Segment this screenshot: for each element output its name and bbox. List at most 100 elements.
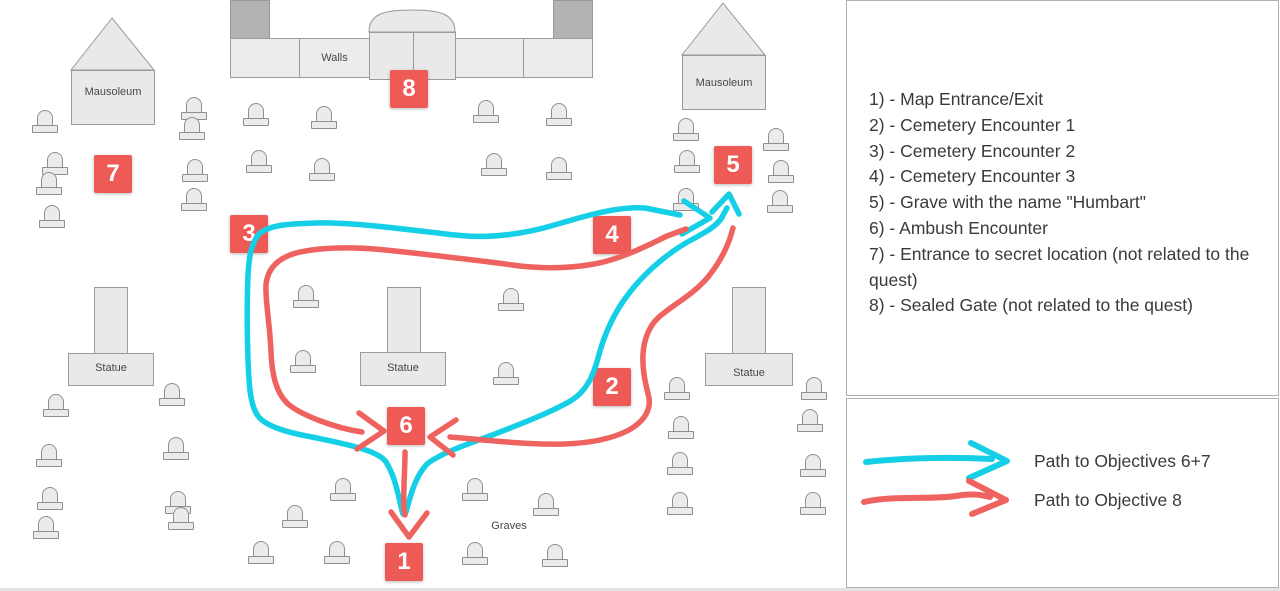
legend-item-1: 1) - Map Entrance/Exit bbox=[869, 89, 1044, 109]
gravestone-base bbox=[462, 493, 488, 501]
wall-tower-left bbox=[230, 0, 270, 39]
gravestone-base bbox=[668, 431, 694, 439]
gravestone-base bbox=[542, 559, 568, 567]
gravestone bbox=[533, 493, 559, 516]
gravestone bbox=[674, 150, 700, 173]
gravestone-base bbox=[498, 303, 524, 311]
gravestone-base bbox=[32, 125, 58, 133]
mausoleum-right-label: Mausoleum bbox=[695, 77, 753, 89]
gravestone-base bbox=[324, 556, 350, 564]
gravestone-base bbox=[667, 507, 693, 515]
legend-list: 1) - Map Entrance/Exit 2) - Cemetery Enco… bbox=[869, 87, 1258, 319]
gravestone-base bbox=[243, 118, 269, 126]
gravestone-base bbox=[800, 507, 826, 515]
map-marker-1: 1 bbox=[385, 543, 423, 581]
map-marker-6: 6 bbox=[387, 407, 425, 445]
statue-right-pillar bbox=[732, 287, 766, 354]
gravestone bbox=[33, 516, 59, 539]
gravestone bbox=[163, 437, 189, 460]
gravestone bbox=[159, 383, 185, 406]
gravestone-base bbox=[546, 172, 572, 180]
gravestone-base bbox=[36, 459, 62, 467]
gravestone bbox=[664, 377, 690, 400]
gravestone-base bbox=[43, 409, 69, 417]
legend-item-6: 6) - Ambush Encounter bbox=[869, 217, 1048, 238]
gravestone bbox=[39, 205, 65, 228]
gravestone bbox=[462, 478, 488, 501]
gravestone-base bbox=[767, 205, 793, 213]
legend-item-4: 4) - Cemetery Encounter 3 bbox=[869, 166, 1076, 187]
gravestone bbox=[43, 394, 69, 417]
gravestone bbox=[246, 150, 272, 173]
gravestone bbox=[767, 190, 793, 213]
gravestone bbox=[311, 106, 337, 129]
legend-panel: 1) - Map Entrance/Exit 2) - Cemetery Enco… bbox=[846, 0, 1279, 396]
gravestone-base bbox=[763, 143, 789, 151]
gravestone-base bbox=[481, 168, 507, 176]
gravestone-base bbox=[309, 173, 335, 181]
statue-center-label: Statue bbox=[387, 362, 419, 374]
map-marker-5: 5 bbox=[714, 146, 752, 184]
legend-item-3: 3) - Cemetery Encounter 2 bbox=[869, 140, 1076, 161]
statue-left-label: Statue bbox=[95, 362, 127, 374]
gravestone bbox=[462, 542, 488, 565]
wall-segment-4 bbox=[523, 38, 593, 78]
map-marker-7: 7 bbox=[94, 155, 132, 193]
gravestone-base bbox=[181, 203, 207, 211]
gravestone bbox=[797, 409, 823, 432]
map-marker-3: 3 bbox=[230, 215, 268, 253]
gravestone bbox=[801, 377, 827, 400]
gravestone-base bbox=[462, 557, 488, 565]
gravestone-base bbox=[182, 174, 208, 182]
gravestone bbox=[546, 103, 572, 126]
bottom-strip bbox=[0, 588, 1280, 591]
gravestone bbox=[36, 172, 62, 195]
gravestone-base bbox=[246, 165, 272, 173]
map-marker-4: 4 bbox=[593, 216, 631, 254]
gravestone-base bbox=[801, 392, 827, 400]
gravestone bbox=[324, 541, 350, 564]
wall-tower-right bbox=[553, 0, 593, 39]
statue-right-label: Statue bbox=[733, 367, 765, 379]
gravestone-base bbox=[797, 424, 823, 432]
gravestone-base bbox=[667, 467, 693, 475]
gravestone-base bbox=[473, 115, 499, 123]
gravestone bbox=[493, 362, 519, 385]
gravestone-base bbox=[674, 165, 700, 173]
legend-item-2: 2) - Cemetery Encounter 1 bbox=[869, 114, 1076, 135]
gravestone bbox=[37, 487, 63, 510]
gravestone-base bbox=[33, 531, 59, 539]
gravestone bbox=[182, 159, 208, 182]
gravestone bbox=[673, 188, 699, 211]
gravestone-base bbox=[493, 377, 519, 385]
gravestone bbox=[667, 492, 693, 515]
wall-segment-3 bbox=[455, 38, 524, 78]
gravestone-base bbox=[673, 133, 699, 141]
legend-item-5: 5) - Grave with the name "Humbart" bbox=[869, 192, 1146, 213]
gravestone-base bbox=[163, 452, 189, 460]
gravestone bbox=[667, 452, 693, 475]
gravestone-base bbox=[673, 203, 699, 211]
gravestone-base bbox=[159, 398, 185, 406]
gravestone bbox=[168, 507, 194, 530]
gravestone-base bbox=[290, 365, 316, 373]
gravestone-base bbox=[248, 556, 274, 564]
walls-label: Walls bbox=[321, 52, 348, 64]
gravestone bbox=[546, 157, 572, 180]
gate-doors-divider bbox=[412, 33, 414, 79]
gravestone bbox=[481, 153, 507, 176]
gravestone-base bbox=[330, 493, 356, 501]
gravestone-base bbox=[293, 300, 319, 308]
map-marker-2: 2 bbox=[593, 368, 631, 406]
gravestone bbox=[290, 350, 316, 373]
gravestone bbox=[309, 158, 335, 181]
gravestone bbox=[800, 454, 826, 477]
mausoleum-left-body bbox=[71, 70, 155, 125]
gravestone-base bbox=[800, 469, 826, 477]
wall-segment-1 bbox=[230, 38, 300, 78]
gravestone-base bbox=[282, 520, 308, 528]
gravestone bbox=[32, 110, 58, 133]
gravestone bbox=[243, 103, 269, 126]
gravestone-base bbox=[768, 175, 794, 183]
gravestone-base bbox=[39, 220, 65, 228]
